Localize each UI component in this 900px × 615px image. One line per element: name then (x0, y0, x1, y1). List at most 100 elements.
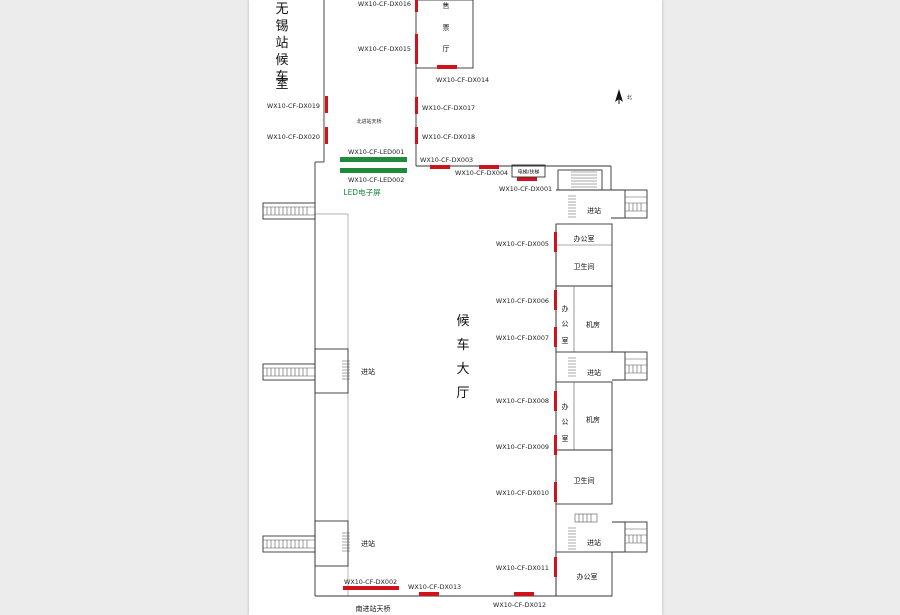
marker-dx009 (554, 435, 557, 455)
svg-text:车: 车 (456, 337, 469, 353)
svg-text:厅: 厅 (456, 386, 469, 401)
svg-text:厅: 厅 (443, 45, 450, 53)
marker-dx020 (325, 127, 328, 144)
svg-text:候: 候 (275, 53, 288, 68)
marker-dx010 (554, 482, 557, 502)
entrance-box-left-2 (314, 520, 349, 567)
escalator-right-2 (624, 351, 648, 381)
code-dx005: WX10-CF-DX005 (496, 240, 549, 248)
entrance-label-right-1: 进站 (587, 206, 601, 215)
code-dx019: WX10-CF-DX019 (267, 102, 320, 110)
code-dx016: WX10-CF-DX016 (358, 0, 411, 8)
entrance-label-right-2: 进站 (587, 368, 601, 377)
marker-dx016 (415, 0, 418, 12)
room-restroom-1: 卫生间 (574, 262, 595, 271)
code-dx017: WX10-CF-DX017 (422, 104, 475, 112)
code-dx010: WX10-CF-DX010 (496, 489, 549, 497)
ad-slot-codes: WX10-CF-DX016 WX10-CF-DX015 WX10-CF-DX01… (267, 0, 552, 609)
code-dx009: WX10-CF-DX009 (496, 443, 549, 451)
waiting-hall-label: 候 车 大 厅 (456, 314, 469, 401)
code-dx011: WX10-CF-DX011 (496, 564, 549, 572)
svg-text:室: 室 (562, 434, 569, 443)
led-legend: LED电子屏 (343, 187, 381, 197)
marker-dx002 (343, 586, 399, 590)
code-dx014: WX10-CF-DX014 (436, 76, 489, 84)
floor-plan: 电梯/扶梯 无 锡 站 候 车 室 售 票 厅 候 车 大 厅 北 北进站天桥 … (262, 0, 648, 613)
code-dx013: WX10-CF-DX013 (408, 583, 461, 591)
svg-text:票: 票 (443, 24, 450, 32)
stair-block-top (557, 169, 603, 191)
marker-dx017 (415, 97, 418, 114)
marker-dx011 (554, 557, 557, 577)
marker-dx005 (554, 232, 557, 252)
svg-text:公: 公 (562, 320, 569, 328)
led-screen-2 (340, 168, 407, 173)
code-dx001: WX10-CF-DX001 (499, 185, 552, 193)
stairs (262, 169, 648, 567)
escalator-left-3 (262, 535, 316, 553)
svg-text:候: 候 (456, 314, 469, 329)
marker-dx001 (517, 177, 537, 181)
marker-dx003 (430, 165, 450, 169)
floor-plan-sheet: 电梯/扶梯 无 锡 站 候 车 室 售 票 厅 候 车 大 厅 北 北进站天桥 … (249, 0, 662, 615)
code-dx003: WX10-CF-DX003 (420, 156, 473, 164)
room-machine-2: 机房 (586, 415, 600, 424)
room-office-2: 办 公 室 (562, 304, 569, 345)
svg-text:锡: 锡 (275, 19, 288, 34)
escalator-right-1 (624, 189, 648, 219)
north-label: 北 (627, 94, 632, 101)
marker-dx008 (554, 391, 557, 411)
marker-dx006 (554, 290, 557, 310)
code-dx012: WX10-CF-DX012 (493, 601, 546, 609)
code-dx002: WX10-CF-DX002 (344, 578, 397, 586)
escalator-left-1 (262, 202, 316, 220)
marker-dx012 (514, 592, 534, 596)
code-led002: WX10-CF-LED002 (348, 176, 404, 184)
south-bridge-label: 南进站天桥 (356, 604, 391, 613)
entrance-label-right-3: 进站 (587, 538, 601, 547)
room-office-4: 办公室 (577, 572, 598, 581)
svg-text:站: 站 (275, 36, 288, 51)
svg-text:车: 车 (275, 69, 288, 85)
svg-text:售: 售 (443, 1, 450, 10)
room-office-3: 办 公 室 (562, 402, 569, 443)
svg-text:办: 办 (562, 402, 569, 411)
marker-dx013 (419, 592, 439, 596)
marker-dx019 (325, 96, 328, 113)
special-box (511, 164, 546, 178)
code-dx004: WX10-CF-DX004 (455, 169, 508, 177)
escalator-right-3 (624, 521, 648, 553)
room-restroom-2: 卫生间 (574, 476, 595, 485)
room-office-1: 办公室 (574, 234, 595, 243)
entrance-label-left-1: 进站 (361, 367, 375, 376)
marker-dx015 (415, 34, 418, 64)
special-box-label: 电梯/扶梯 (518, 169, 540, 176)
code-dx007: WX10-CF-DX007 (496, 334, 549, 342)
code-dx018: WX10-CF-DX018 (422, 133, 475, 141)
marker-dx014 (437, 65, 457, 69)
entrance-box-left-1 (314, 348, 349, 394)
svg-text:无: 无 (275, 2, 288, 17)
code-dx006: WX10-CF-DX006 (496, 297, 549, 305)
svg-text:大: 大 (456, 362, 469, 377)
walls (314, 0, 613, 597)
code-led001: WX10-CF-LED001 (348, 148, 404, 156)
waiting-room-title: 无 锡 站 候 车 室 (275, 2, 288, 92)
svg-text:公: 公 (562, 418, 569, 426)
escalator-left-2 (262, 363, 316, 381)
svg-text:室: 室 (275, 76, 288, 92)
code-dx015: WX10-CF-DX015 (358, 45, 411, 53)
led-screen-1 (340, 157, 407, 162)
svg-text:室: 室 (562, 336, 569, 345)
code-dx008: WX10-CF-DX008 (496, 397, 549, 405)
code-dx020: WX10-CF-DX020 (267, 133, 320, 141)
marker-dx007 (554, 327, 557, 347)
led-screens (340, 157, 407, 173)
svg-text:办: 办 (562, 304, 569, 313)
ticket-hall-label: 售 票 厅 (443, 1, 450, 53)
marker-dx004 (479, 165, 499, 169)
marker-dx018 (415, 127, 418, 144)
ad-markers (325, 0, 557, 596)
north-arrow-icon (615, 89, 623, 104)
entrance-label-left-2: 进站 (361, 539, 375, 548)
